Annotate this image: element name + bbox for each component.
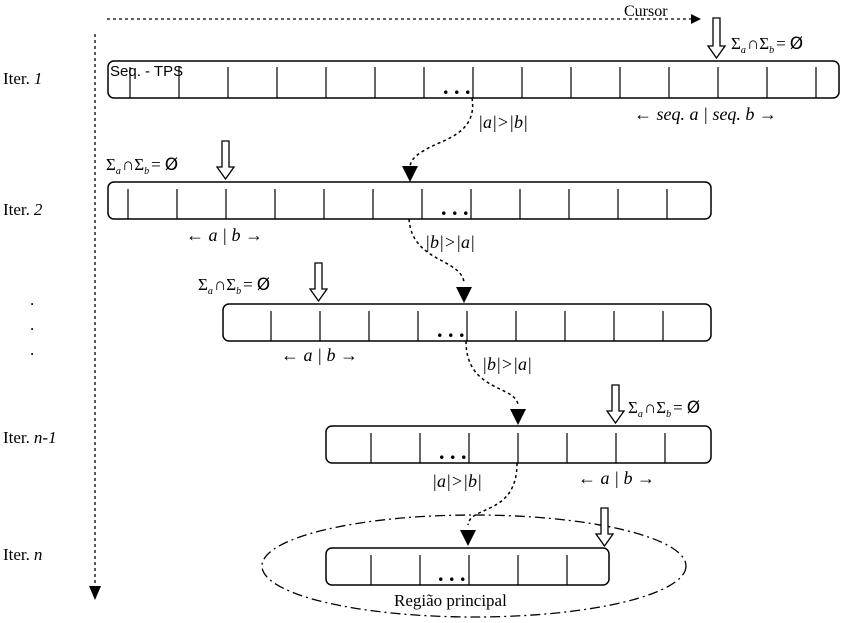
comparison-1: |a|>|b| [478,112,528,132]
comparison-4: |a|>|b| [432,471,482,491]
disjoint-condition-2: Σa∩Σb=Ø [106,155,178,177]
ellipsis-row-4: . . . [439,439,467,464]
hollow-down-arrow-4 [605,384,626,425]
disjoint-condition-3: Σa∩Σb=Ø [198,275,270,297]
curved-arrow-1 [409,97,474,169]
ellipsis-row-3: . . . [437,317,465,342]
disjoint-condition-4: Σa∩Σb=Ø [628,398,700,420]
split-label-long: ← seq. a | seq. b → [634,104,777,124]
sequence-row-1: . . . [107,60,840,99]
iteration-label-2: Iter.2 [3,200,43,219]
sequence-row-2: . . . [107,181,712,220]
vertical-dots: . . . [30,290,39,359]
sequence-row-n: . . . [325,547,610,586]
ellipsis-row-5: . . . [438,561,466,586]
hollow-down-arrow-5 [594,507,615,548]
split-label-2: ← a | b → [186,225,263,245]
iteration-label-n: Iter.n [3,545,42,564]
comparison-2: |b|>|a| [425,232,475,252]
hollow-down-arrow-1 [706,17,727,60]
split-label-3: ← a | b → [281,345,358,365]
iteration-label-1: Iter.1 [3,69,42,88]
curved-arrow-3 [465,340,519,406]
ellipsis-row-2: . . . [441,195,469,220]
ellipsis-row-1: . . . [443,74,471,99]
disjoint-condition-1: Σa∩Σb=Ø [731,34,803,56]
hollow-down-arrow-3 [308,262,329,303]
seq-tps-label: Seq. - TPS [110,63,183,80]
hollow-down-arrow-2 [215,140,236,181]
main-region-ellipse [261,514,687,618]
split-label-4: ← a | b → [578,468,655,488]
iteration-axis-arrowhead [89,586,101,600]
curved-arrow-2 [408,218,465,283]
curved-arrow-4 [467,462,518,526]
iteration-label-n-1: Iter.n-1 [3,428,57,447]
cursor-label: Cursor [624,3,668,20]
sequence-row-n-1: . . . [325,425,712,464]
comparison-3: |b|>|a| [482,354,532,374]
main-region-label: Região principal [394,591,507,610]
sequence-row-3: . . . [222,303,712,342]
